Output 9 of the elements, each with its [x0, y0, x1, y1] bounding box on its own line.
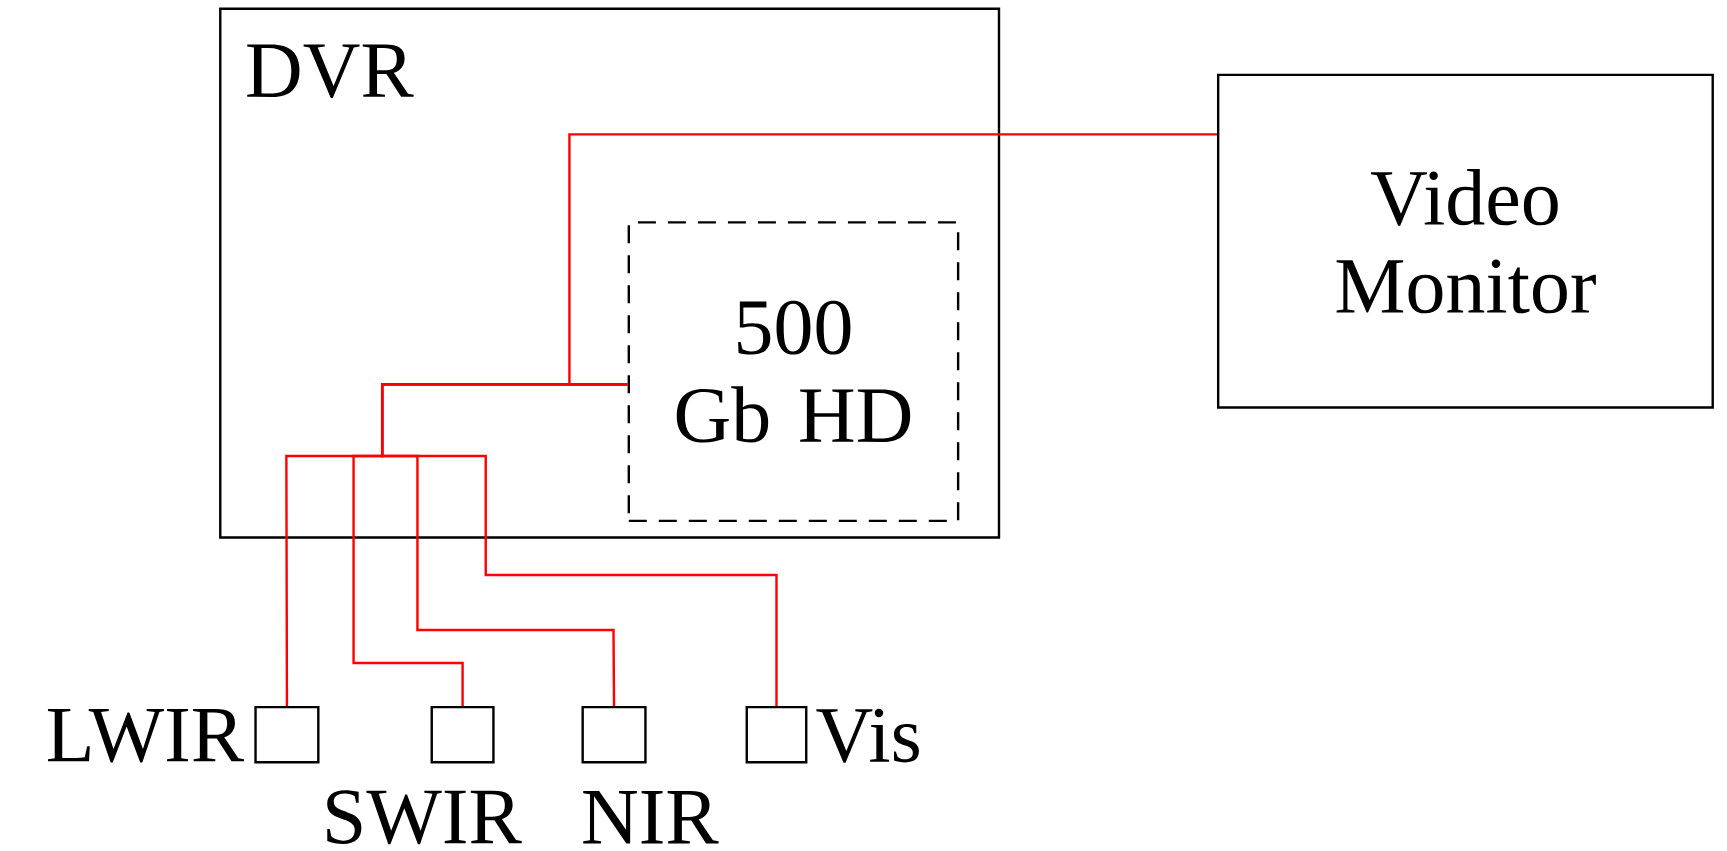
sensor-label: LWIR: [48, 708, 245, 763]
monitor-box: Video Monitor: [1217, 73, 1714, 409]
storage-box: 500 Gb HD: [627, 221, 960, 523]
connector-line: [568, 133, 1217, 386]
sensor-label: Vis: [816, 708, 919, 763]
sensor-label: NIR: [583, 791, 719, 844]
sensor-label: SWIR: [327, 790, 522, 845]
box-title: DVR: [247, 44, 414, 99]
connector-line: [381, 383, 778, 706]
